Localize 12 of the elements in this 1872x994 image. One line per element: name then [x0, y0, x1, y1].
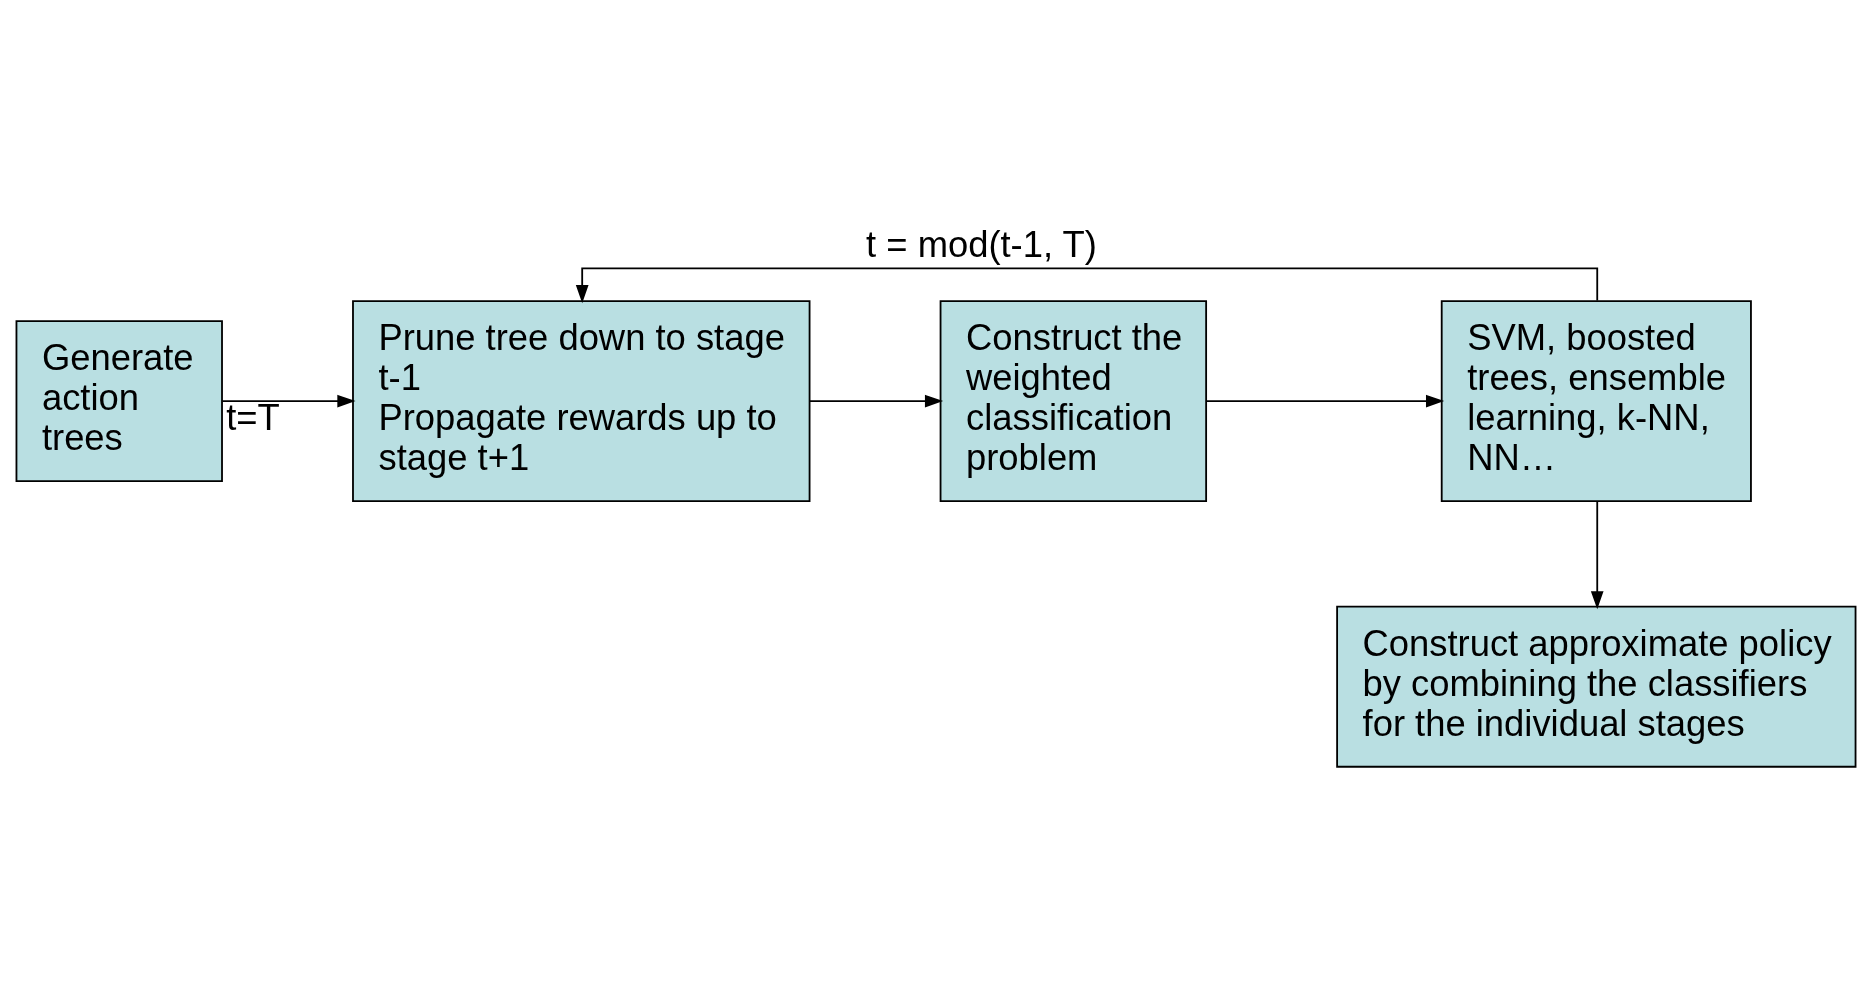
arrow — [1205, 394, 1445, 407]
arrow — [575, 266, 1599, 303]
edge-label: t=T — [226, 396, 280, 438]
node-box: Construct the weighted classification problem — [939, 299, 1208, 502]
node-box: SVM, boosted trees, ensemble learning, k-NN, NN… — [1440, 299, 1752, 502]
node-box: Prune tree down to stage t-1 Propagate rewards up to stage t+1 — [352, 299, 811, 502]
arrow — [1590, 500, 1604, 609]
edge-label: t = mod(t-1, T) — [866, 223, 1097, 265]
node-box: Generate action trees — [15, 319, 223, 482]
arrow — [221, 394, 356, 407]
arrow — [809, 394, 944, 407]
node-box: Construct approximate policy by combining the classifiers for the individual stages — [1336, 605, 1857, 768]
